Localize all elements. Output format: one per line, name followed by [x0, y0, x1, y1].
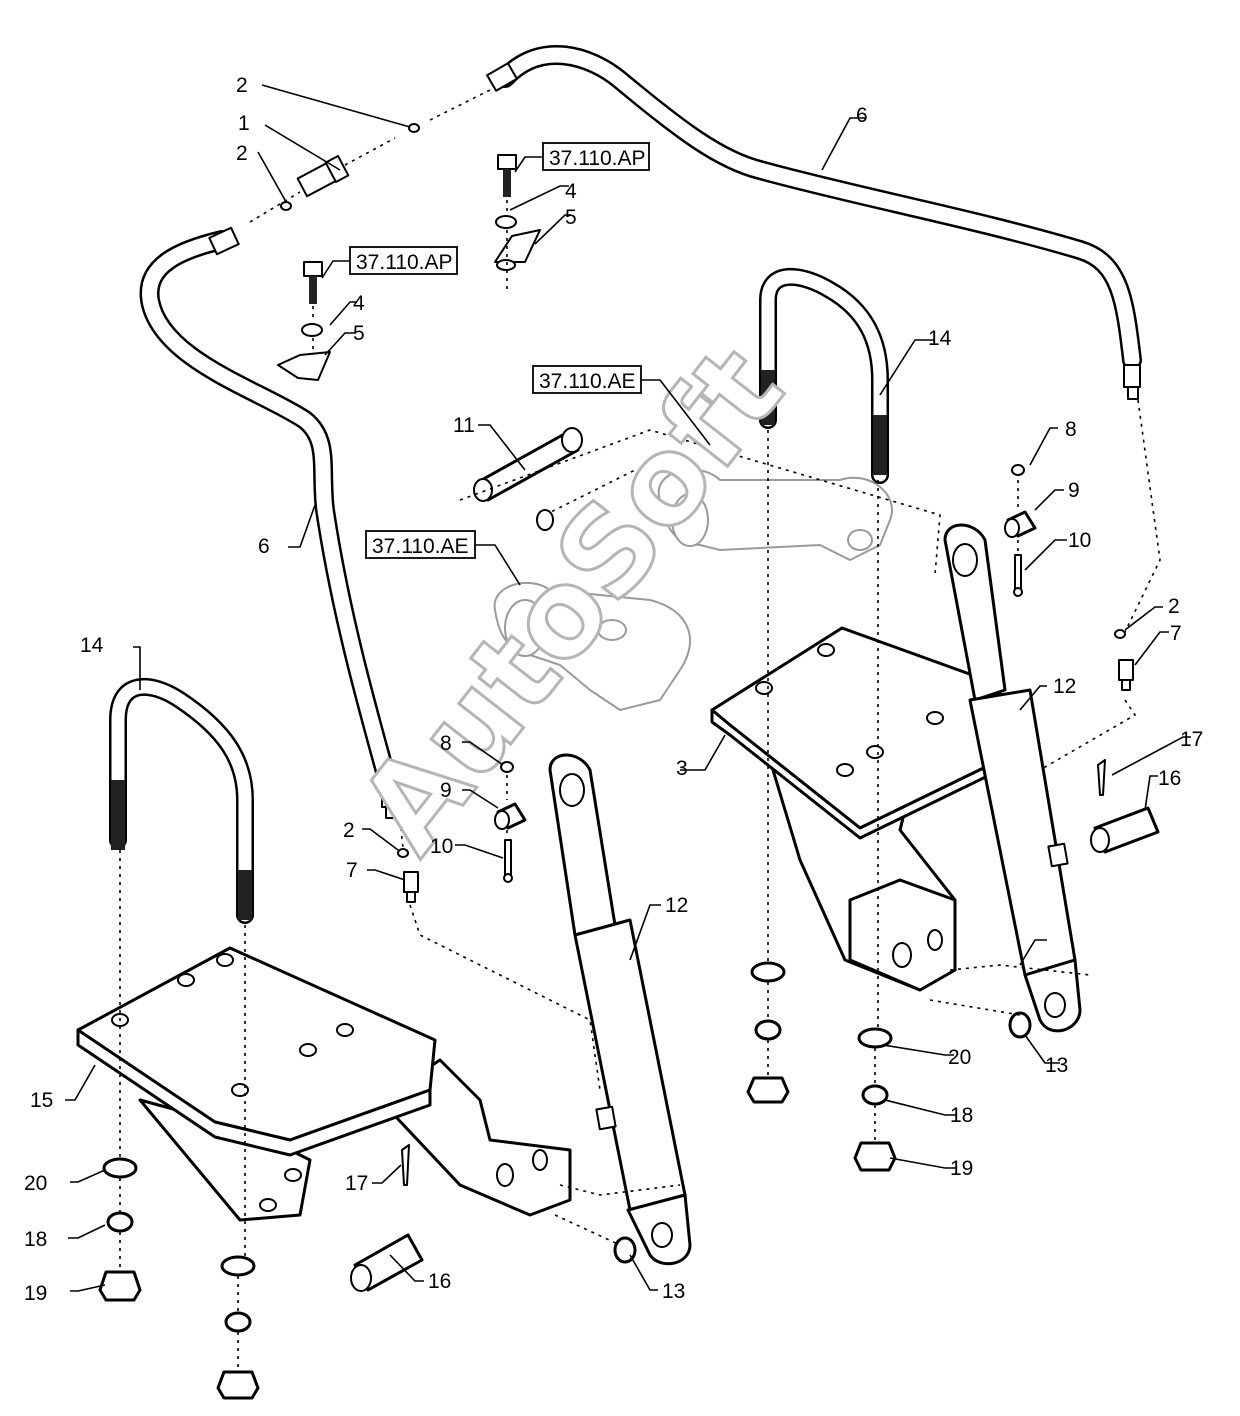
clamp-upper — [494, 229, 541, 263]
callout-18-right: 18 — [950, 1104, 973, 1127]
callout-8-left: 8 — [440, 732, 452, 755]
callout-4-lower: 4 — [353, 292, 365, 315]
svg-text:37.110.AP: 37.110.AP — [549, 147, 646, 170]
callout-13-right: 13 — [1045, 1054, 1068, 1077]
ref-box-ap-lower: 37.110.AP — [321, 246, 458, 279]
pivot-pin — [473, 427, 636, 531]
callout-12-left: 12 — [665, 894, 688, 917]
callout-9-right: 9 — [1068, 479, 1080, 502]
washer-upper — [495, 215, 517, 229]
ref-box-ae-lower: 37.110.AE — [365, 530, 521, 586]
svg-text:37.110.AP: 37.110.AP — [356, 251, 453, 274]
split-pin-left — [401, 1144, 410, 1186]
callout-16-left: 16 — [428, 1270, 451, 1293]
o-ring-upper — [408, 123, 420, 133]
o-ring-left — [280, 201, 292, 211]
u-bolt-right — [759, 268, 889, 484]
fastener-stack-left — [98, 1157, 260, 1400]
washer-lower — [301, 323, 323, 337]
callout-7-right: 7 — [1170, 622, 1182, 645]
washer-8-right — [1011, 464, 1025, 476]
callout-6-left: 6 — [258, 535, 270, 558]
bushing-9-left — [494, 802, 527, 830]
callout-18-left: 18 — [24, 1228, 47, 1251]
callout-20-right: 20 — [948, 1046, 971, 1069]
bushing-9-right — [1004, 510, 1037, 538]
washer-8-left — [500, 761, 514, 773]
callout-17-left: 17 — [345, 1172, 368, 1195]
o-ring-lower — [397, 848, 409, 858]
callout-2-lower: 2 — [343, 819, 355, 842]
tee-fitting — [296, 155, 350, 198]
adapter-left — [403, 871, 419, 903]
callout-9-left: 9 — [440, 779, 452, 802]
callout-1: 1 — [238, 112, 250, 135]
svg-text:37.110.AE: 37.110.AE — [539, 370, 636, 393]
u-bolt-left — [109, 678, 254, 924]
hydraulic-cylinder-left — [548, 753, 692, 1266]
mounting-bracket-right — [710, 626, 1002, 992]
callout-6-top: 6 — [856, 104, 868, 127]
callout-17-right: 17 — [1180, 728, 1203, 751]
callout-2-top: 2 — [236, 74, 248, 97]
callout-5-lower: 5 — [353, 322, 365, 345]
callout-20-left: 20 — [24, 1172, 47, 1195]
callout-11: 11 — [453, 414, 475, 437]
callout-3: 3 — [676, 757, 688, 780]
callout-labels: 2 1 2 6 4 5 4 5 14 11 8 9 10 6 2 7 14 12… — [24, 74, 1203, 1305]
hydraulic-pipe — [139, 45, 1142, 819]
clamp-lower — [277, 351, 331, 381]
spacer-right — [1008, 1011, 1032, 1039]
callout-10-right: 10 — [1068, 529, 1091, 552]
callout-13-left: 13 — [662, 1280, 685, 1303]
callout-19-right: 19 — [950, 1157, 973, 1180]
ghost-crossbeam-upper — [657, 468, 893, 561]
callout-14-right: 14 — [928, 327, 952, 350]
svg-text:37.110.AE: 37.110.AE — [372, 535, 469, 558]
callout-14-left: 14 — [80, 634, 104, 657]
ref-box-ae-upper: 37.110.AE — [532, 365, 711, 446]
callout-4-upper: 4 — [565, 180, 577, 203]
mounting-bracket-left — [76, 946, 572, 1222]
callout-2-right: 2 — [1168, 595, 1180, 618]
ghost-crossbeam-lower — [493, 581, 691, 711]
callout-5-upper: 5 — [565, 206, 577, 229]
pin-left — [350, 1233, 424, 1292]
callout-7-left: 7 — [346, 859, 358, 882]
callout-16-right: 16 — [1158, 767, 1181, 790]
bolt-10-right — [1013, 554, 1023, 597]
callout-12-right: 12 — [1053, 675, 1076, 698]
ref-box-ap-upper: 37.110.AP — [514, 142, 650, 173]
callout-2-left: 2 — [236, 142, 248, 165]
pin-right — [1090, 806, 1160, 854]
callout-19-left: 19 — [24, 1282, 47, 1305]
split-pin-right — [1097, 759, 1106, 796]
callout-15: 15 — [30, 1089, 53, 1112]
adapter-right — [1118, 659, 1134, 691]
o-ring-right — [1114, 629, 1126, 639]
callout-8-right: 8 — [1065, 418, 1077, 441]
callout-10-left: 10 — [430, 835, 453, 858]
bolt-lower — [303, 261, 323, 304]
bolt-10-left — [503, 839, 513, 883]
hydraulic-cylinder-right — [943, 523, 1082, 1033]
fastener-stack-right — [746, 961, 897, 1172]
bolt-upper — [497, 154, 517, 197]
